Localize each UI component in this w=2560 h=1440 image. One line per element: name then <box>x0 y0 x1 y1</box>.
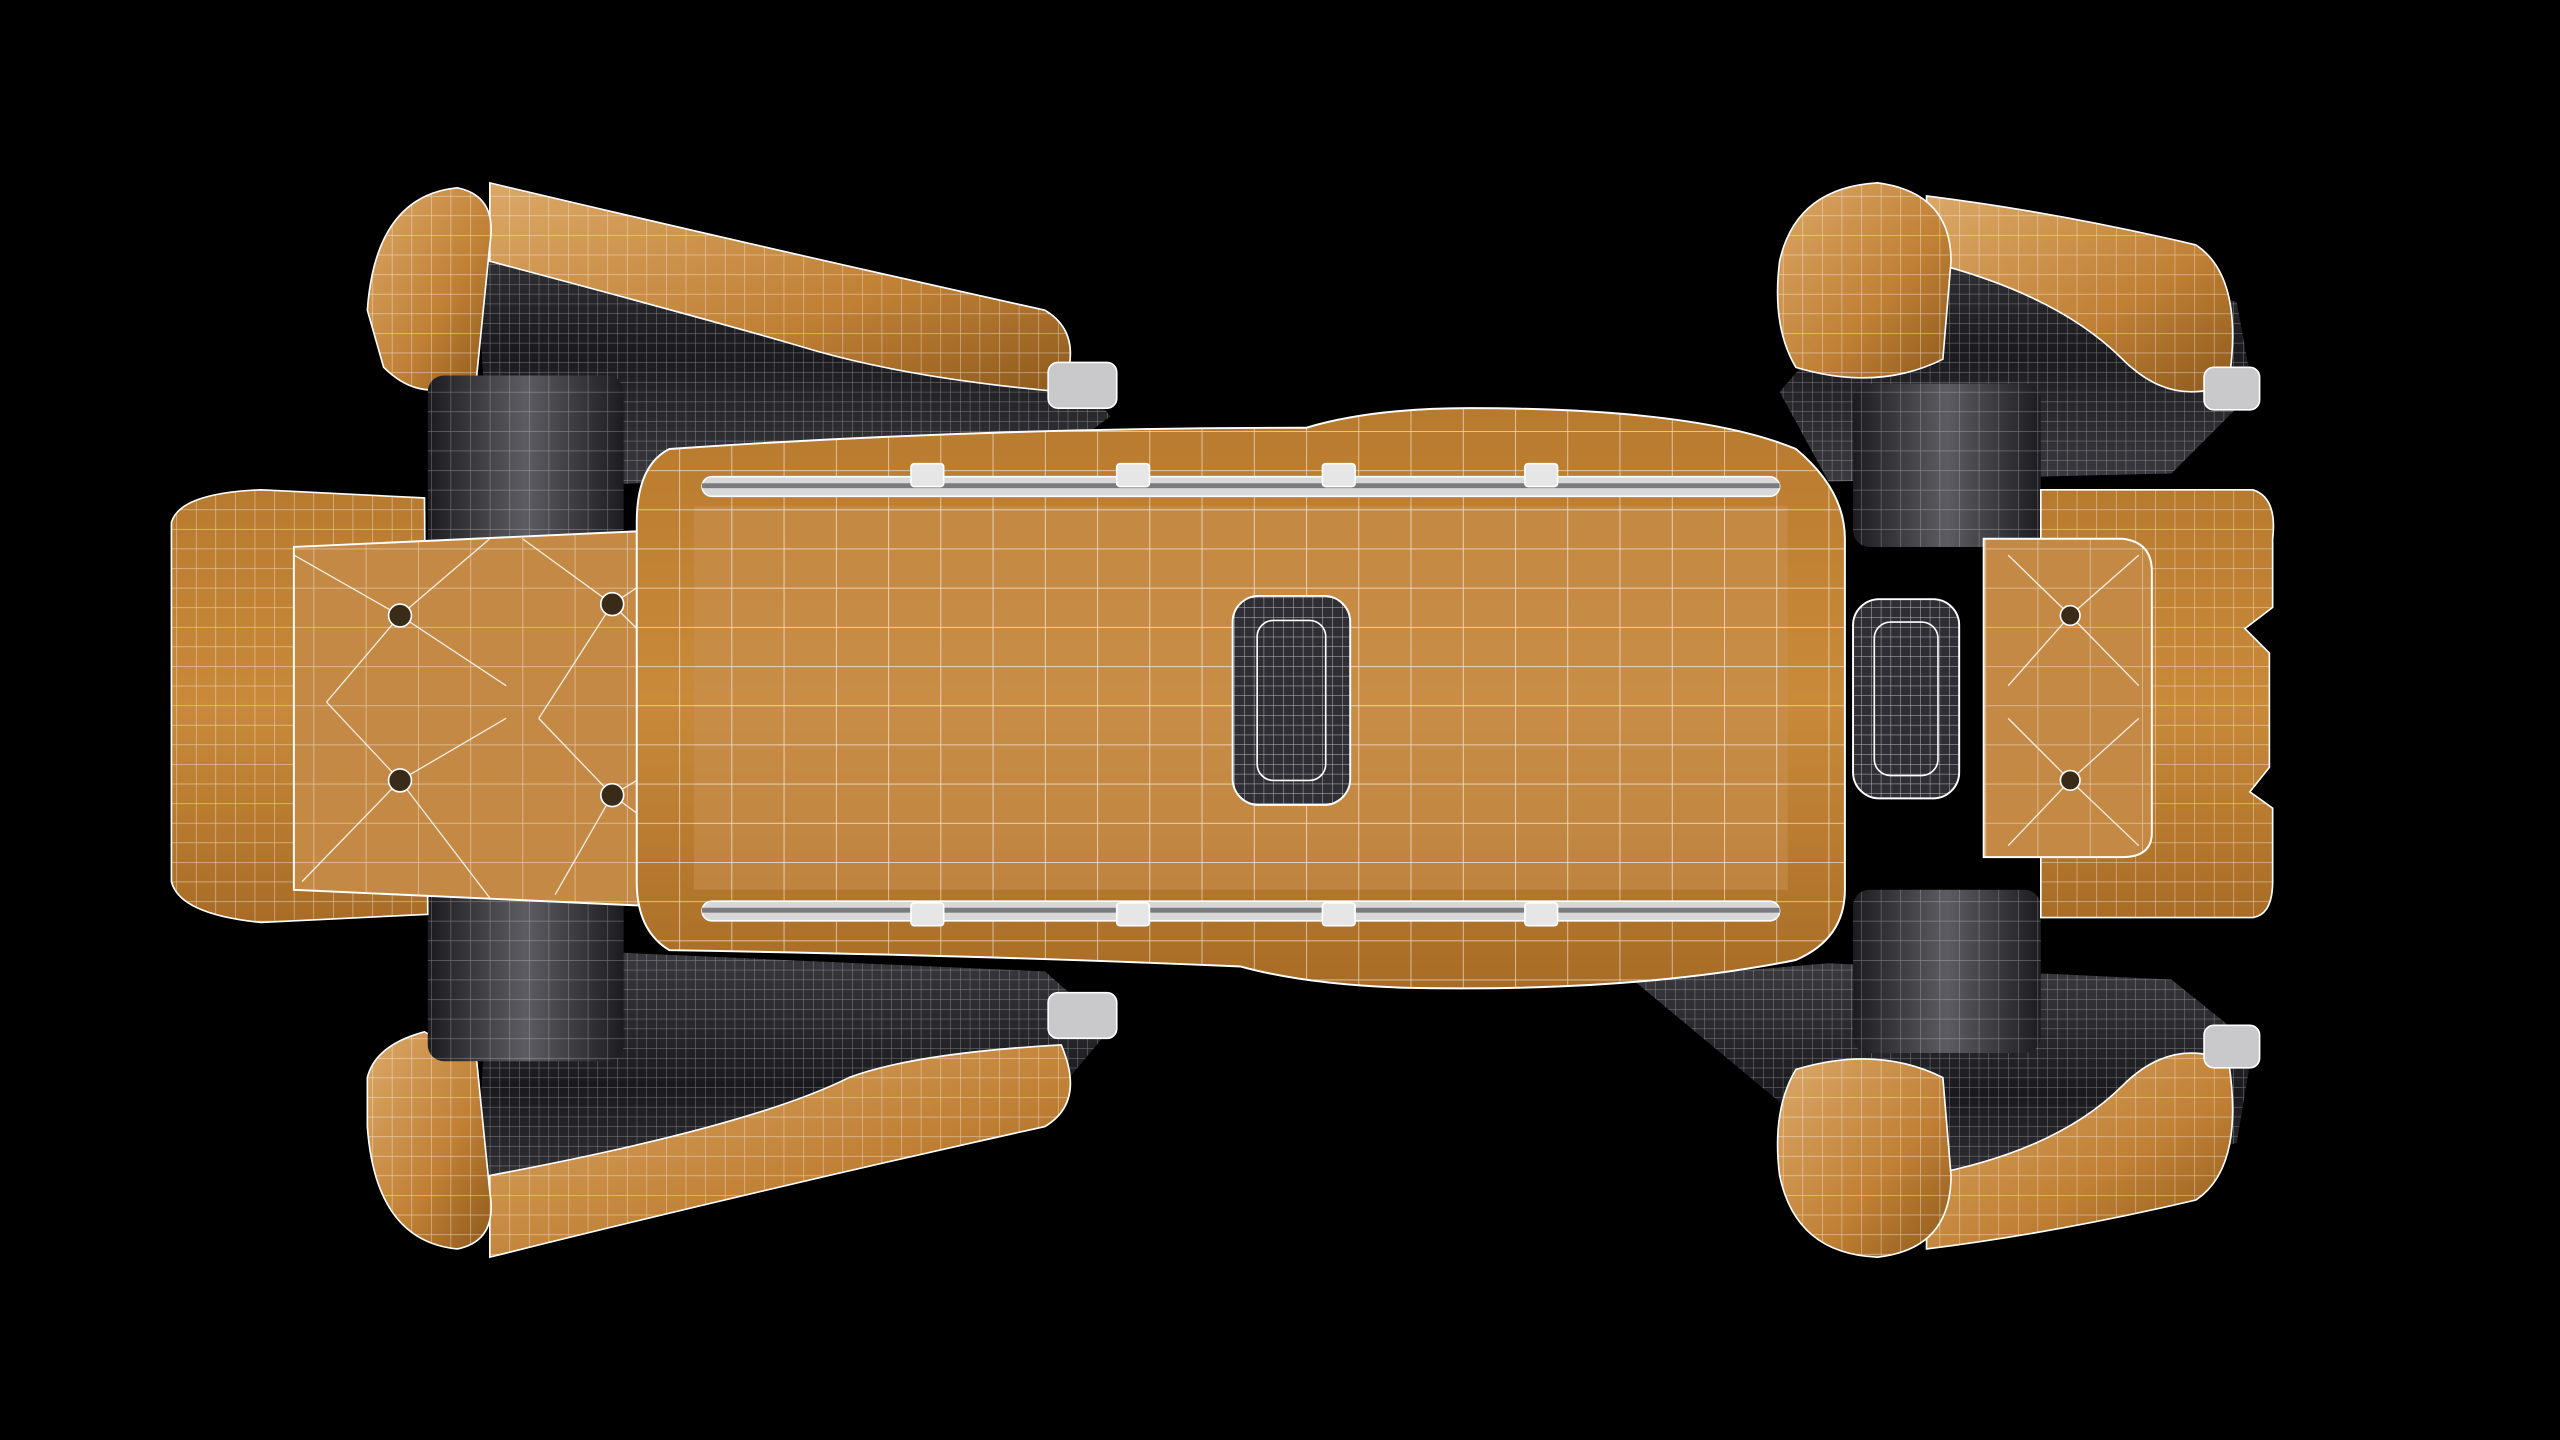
leg-rear-left-toe <box>1047 991 1118 1040</box>
rail-clip <box>1115 902 1151 927</box>
rear-bolt <box>600 591 625 617</box>
rail-clip <box>1115 462 1151 488</box>
rail-clip <box>1524 462 1559 488</box>
rail-clip <box>1321 902 1356 927</box>
body-torso <box>635 407 1961 990</box>
rail-clip <box>910 462 945 488</box>
body-rear-block <box>170 488 704 924</box>
leg-front-left-toe <box>1047 361 1118 409</box>
leg-front-right-toe <box>2203 366 2261 411</box>
rail-clip <box>910 902 945 927</box>
leg-rear-left <box>366 881 1118 1259</box>
rear-bolt <box>600 782 625 808</box>
leg-front-right <box>1776 182 2261 547</box>
front-bolt <box>2059 604 2081 627</box>
rear-bolt <box>387 603 413 628</box>
rear-bolt <box>387 768 413 793</box>
front-bolt <box>2059 769 2081 792</box>
leg-rear-right-toe <box>2203 1024 2261 1069</box>
body-front-block <box>1982 488 2275 919</box>
rail-clip <box>1524 902 1559 927</box>
mount-slot-right <box>1852 598 1961 800</box>
mount-slot-left <box>1231 594 1352 806</box>
leg-front-left <box>366 181 1118 556</box>
rail-clip <box>1321 462 1356 488</box>
leg-rear-right <box>1632 889 2261 1258</box>
